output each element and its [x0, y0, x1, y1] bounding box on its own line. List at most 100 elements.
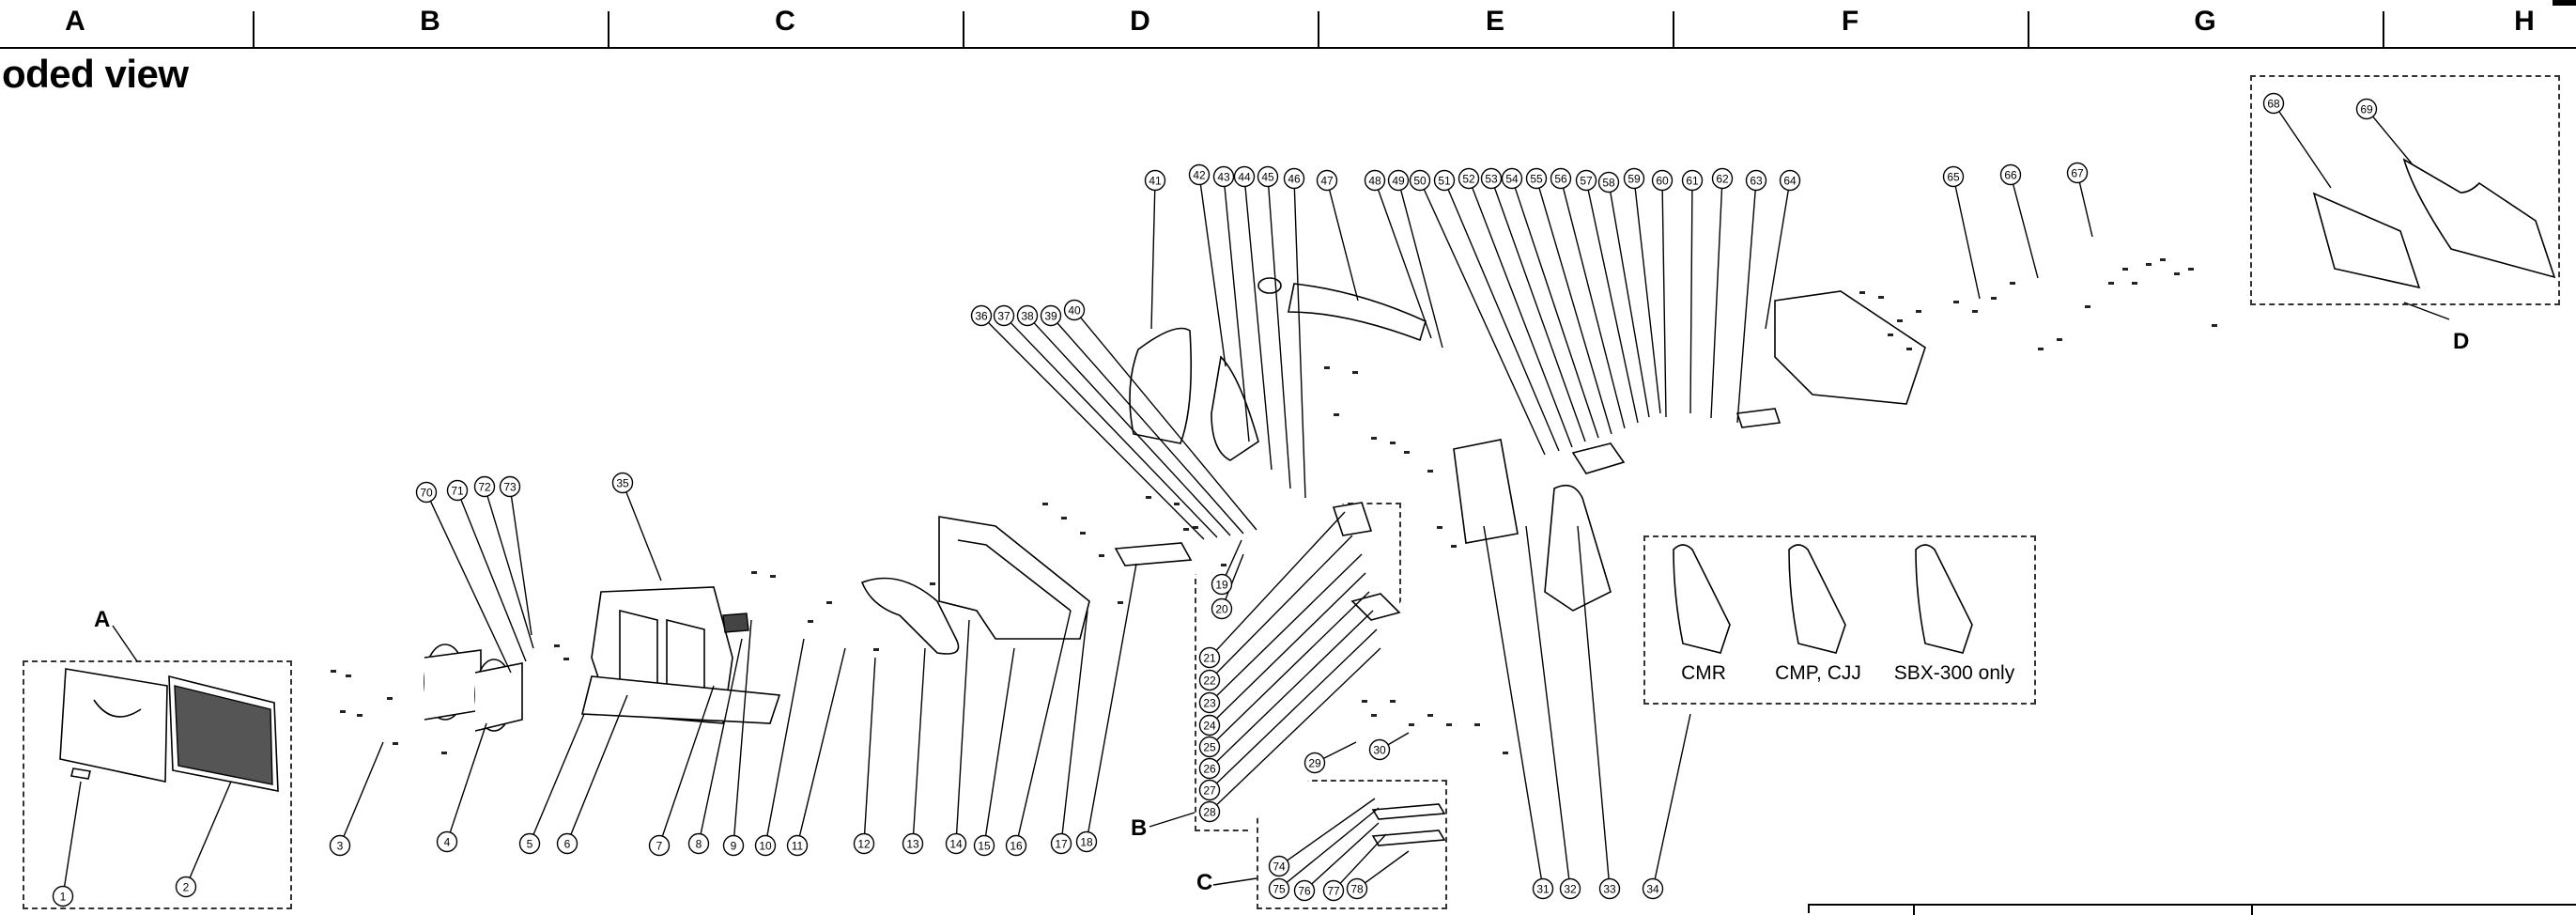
- callout-circle: [175, 876, 197, 898]
- callout-27: 27: [1198, 779, 1221, 801]
- callout-42: 42: [1188, 163, 1211, 186]
- leader-line: [1563, 188, 1626, 429]
- callout-37: 37: [993, 304, 1015, 327]
- fastener: [1174, 503, 1180, 505]
- callout-number: 5: [527, 838, 533, 851]
- callout-circle: [1063, 299, 1086, 321]
- callout-number: 42: [1193, 169, 1206, 182]
- callout-66: 66: [1999, 163, 2022, 186]
- callout-50: 50: [1409, 169, 1431, 192]
- callout-number: 31: [1536, 883, 1550, 896]
- callout-25: 25: [1198, 736, 1221, 758]
- callout-circle: [1211, 597, 1233, 620]
- callout-number: 3: [337, 840, 344, 853]
- callout-number: 38: [1021, 310, 1034, 323]
- grid-divider: [1318, 11, 1319, 47]
- callout-circle: [1198, 779, 1221, 801]
- callout-number: 64: [1783, 175, 1797, 188]
- callout-64: 64: [1779, 169, 1801, 192]
- callout-number: 4: [444, 836, 451, 849]
- leader-line: [2372, 116, 2413, 164]
- main-chassis: [1453, 439, 1519, 544]
- bass-duct: [860, 577, 960, 655]
- leader-line: [700, 638, 743, 834]
- callout-circle: [1198, 669, 1221, 691]
- leader-line: [1057, 322, 1244, 535]
- callout-1: 1: [52, 885, 74, 907]
- callout-10: 10: [754, 834, 777, 857]
- cabinet-base: [580, 675, 781, 724]
- callout-number: 57: [1580, 175, 1593, 188]
- callout-33: 33: [1598, 877, 1621, 900]
- region-c-box: [1257, 780, 1447, 909]
- fastener: [1042, 503, 1048, 505]
- leader-line: [1061, 610, 1088, 834]
- callout-circle: [1346, 877, 1368, 900]
- callout-24: 24: [1198, 714, 1221, 737]
- callout-circle: [1198, 800, 1221, 823]
- callout-7: 7: [648, 834, 671, 857]
- leader-line: [1736, 190, 1756, 424]
- callout-circle: [1433, 169, 1456, 192]
- callout-number: 73: [503, 481, 517, 494]
- callout-53: 53: [1480, 167, 1503, 190]
- leader-line: [2013, 184, 2039, 279]
- grid-divider: [2383, 11, 2384, 47]
- leader-line: [1080, 318, 1257, 531]
- leader-line: [430, 501, 512, 674]
- callout-number: 54: [1505, 173, 1519, 186]
- leader-line: [2078, 182, 2093, 238]
- leader-line: [570, 694, 628, 835]
- fastener: [1390, 442, 1396, 444]
- leader-line: [1216, 610, 1374, 762]
- title-block-divider: [2251, 906, 2253, 915]
- leader-line: [1216, 572, 1366, 719]
- leader-line: [1216, 628, 1378, 783]
- callout-65: 65: [1942, 165, 1965, 188]
- callout-16: 16: [1005, 834, 1027, 857]
- region-leader: [112, 625, 138, 662]
- callout-circle: [993, 304, 1015, 327]
- grid-column-c: C: [775, 6, 795, 37]
- fastener: [1859, 291, 1865, 294]
- callout-69: 69: [2355, 98, 2378, 120]
- callout-number: 62: [1716, 173, 1729, 186]
- grid-divider: [963, 11, 964, 47]
- bottom-plate: [2312, 192, 2421, 289]
- callout-circle: [1364, 169, 1386, 192]
- callout-12: 12: [853, 832, 875, 855]
- leader-line: [1400, 190, 1443, 349]
- callout-number: 19: [1215, 579, 1228, 592]
- leader-line: [486, 496, 534, 649]
- callout-number: 2: [183, 881, 190, 894]
- callout-20: 20: [1211, 597, 1233, 620]
- callout-number: 76: [1298, 885, 1311, 898]
- callout-number: 39: [1044, 310, 1057, 323]
- leader-line: [1323, 741, 1357, 759]
- fastener: [1146, 496, 1151, 499]
- callout-number: 44: [1238, 171, 1251, 184]
- side-plate-variants-box: [1643, 535, 2036, 705]
- callout-5: 5: [518, 832, 541, 855]
- leader-line: [733, 619, 752, 836]
- callout-number: 25: [1203, 741, 1216, 754]
- callout-number: 21: [1203, 652, 1216, 665]
- fastener: [1409, 723, 1414, 726]
- fastener: [2038, 348, 2044, 350]
- callout-49: 49: [1387, 169, 1410, 192]
- callout-71: 71: [446, 479, 469, 502]
- callout-34: 34: [1642, 877, 1664, 900]
- callout-circle: [1198, 757, 1221, 780]
- callout-circle: [1559, 877, 1581, 900]
- rail-lower: [1371, 830, 1446, 846]
- callout-3: 3: [329, 834, 351, 857]
- callout-circle: [1075, 830, 1098, 853]
- callout-number: 20: [1215, 603, 1228, 616]
- fastener: [2108, 282, 2114, 285]
- leader-line: [1224, 186, 1250, 442]
- leader-line: [1577, 525, 1610, 879]
- callout-number: 35: [616, 477, 629, 490]
- region-leader: [2403, 302, 2450, 320]
- leader-line: [1689, 190, 1693, 414]
- region-a-box: [23, 660, 292, 909]
